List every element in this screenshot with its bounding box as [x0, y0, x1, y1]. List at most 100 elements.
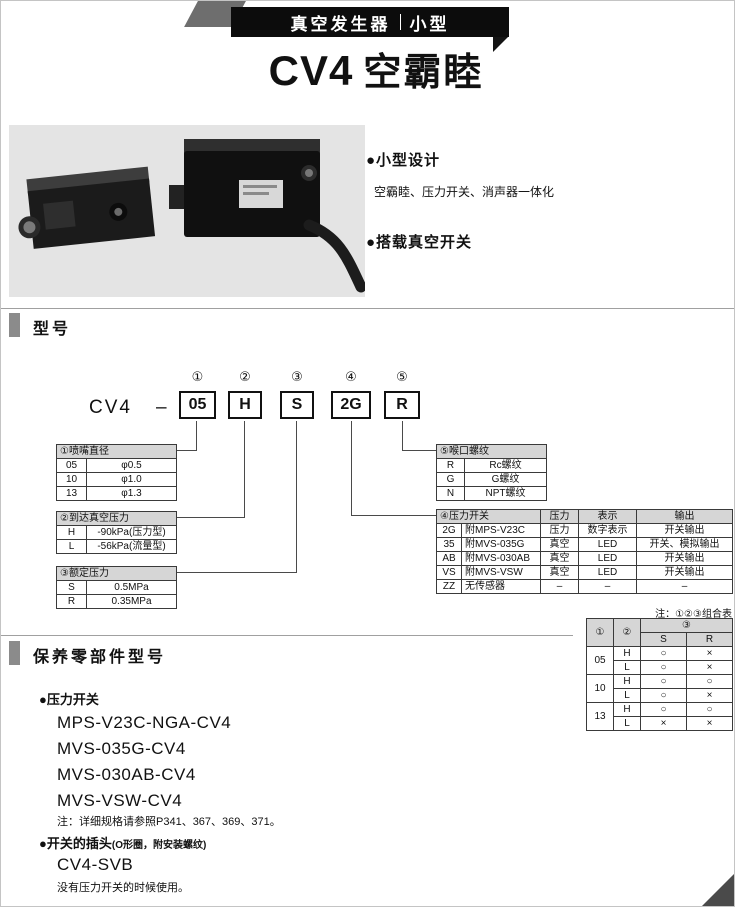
plug-heading-main: ●开关的插头: [39, 836, 112, 851]
table-cell: 0.35MPa: [86, 594, 177, 609]
code-box-nozzle: 05: [179, 391, 216, 419]
table-cell: R: [436, 458, 465, 473]
table-cell: φ0.5: [86, 458, 177, 473]
connector-line-5: [402, 421, 436, 451]
table-row: ①喷嘴直径: [56, 444, 177, 459]
pressure-switch-heading: ●压力开关: [39, 692, 99, 707]
table-row: H-90kPa(压力型): [56, 525, 177, 540]
feature-compact-design: ●小型设计: [366, 152, 441, 169]
table-cell: 附MVS-030AB: [461, 551, 541, 566]
table-cell: 05: [56, 458, 87, 473]
circled-label-2: ②: [239, 369, 251, 384]
table-cell: ×: [686, 688, 733, 703]
table-cell: N: [436, 486, 465, 501]
table-cell: LED: [578, 537, 637, 552]
table-cell: S: [56, 580, 87, 595]
table-cell: 10: [56, 472, 87, 487]
product-photo-illustration: [18, 139, 367, 293]
table-cell: ○: [640, 702, 687, 717]
table-header: R: [686, 632, 733, 647]
table-header: S: [640, 632, 687, 647]
table-cell: -90kPa(压力型): [86, 525, 177, 540]
table-row: ④压力开关 压力 表示 输出: [436, 509, 733, 524]
table-title: ②到达真空压力: [56, 511, 177, 526]
table-cell: 0.5MPa: [86, 580, 177, 595]
table-row: ⑤喉口螺纹: [436, 444, 547, 459]
table-cell: –: [636, 579, 733, 594]
table-cell: 真空: [540, 551, 579, 566]
model-prefix: CV4: [89, 397, 132, 418]
table-cell: 05: [586, 646, 614, 675]
table-header: ②: [613, 618, 641, 647]
header-banner: 真空发生器 小型: [231, 7, 509, 37]
plug-note: 没有压力开关的时候使用。: [57, 882, 189, 894]
circled-label-3: ③: [291, 369, 303, 384]
table-row: L-56kPa(流量型): [56, 539, 177, 554]
table-row: ① ② ③: [586, 618, 733, 647]
vacuum-pressure-table: ②到达真空压力 H-90kPa(压力型) L-56kPa(流量型): [56, 511, 177, 554]
table-cell: H: [613, 702, 641, 717]
left-device: [18, 166, 156, 249]
circled-label-1: ①: [191, 369, 204, 384]
table-cell: G螺纹: [464, 472, 547, 487]
part-model: MVS-035G-CV4: [57, 739, 186, 758]
model-dash: –: [156, 397, 169, 418]
table-cell: G: [436, 472, 465, 487]
section-divider: [1, 635, 573, 636]
table-row: S R: [587, 632, 733, 647]
table-cell: –: [578, 579, 637, 594]
table-header: 表示: [578, 509, 637, 524]
cable: [303, 219, 367, 293]
reference-note: 注：详细规格请参照P341、367、369、371。: [57, 816, 281, 828]
table-header: 输出: [636, 509, 733, 524]
table-cell: H: [613, 674, 641, 689]
table-cell: AB: [436, 551, 462, 566]
table-cell: ZZ: [436, 579, 462, 594]
part-model: MPS-V23C-NGA-CV4: [57, 713, 232, 732]
table-header: ③: [640, 618, 733, 633]
table-cell: ○: [640, 660, 687, 675]
page-corner-icon: [702, 874, 734, 906]
page-title-name: 空霸睦: [363, 52, 484, 94]
table-row: ②到达真空压力: [56, 511, 177, 526]
table-cell: ○: [640, 688, 687, 703]
table-cell: VS: [436, 565, 462, 580]
table-title: ④压力开关: [436, 509, 541, 524]
plug-model: CV4-SVB: [57, 855, 134, 874]
table-cell: 附MVS-VSW: [461, 565, 541, 580]
table-cell: LED: [578, 565, 637, 580]
table-cell: NPT螺纹: [464, 486, 547, 501]
table-cell: ○: [640, 674, 687, 689]
table-cell: ○: [686, 702, 733, 717]
code-box-switch: 2G: [331, 391, 371, 419]
table-cell: ○: [640, 646, 687, 661]
code-box-rated: S: [280, 391, 314, 419]
feature-compact-design-desc: 空霸睦、压力开关、消声器一体化: [374, 185, 555, 199]
table-cell: LED: [578, 551, 637, 566]
table-cell: 真空: [540, 537, 579, 552]
table-header: 压力: [540, 509, 579, 524]
table-cell: R: [56, 594, 87, 609]
table-cell: φ1.3: [86, 486, 177, 501]
table-title: ⑤喉口螺纹: [436, 444, 547, 459]
table-cell: 真空: [540, 565, 579, 580]
circled-label-4: ④: [345, 369, 357, 384]
part-model: MVS-030AB-CV4: [57, 765, 196, 784]
table-cell: 无传感器: [461, 579, 541, 594]
table-cell: 压力: [540, 523, 579, 538]
code-box-vacuum: H: [228, 391, 262, 419]
table-cell: ×: [686, 660, 733, 675]
table-cell: L: [613, 660, 641, 675]
